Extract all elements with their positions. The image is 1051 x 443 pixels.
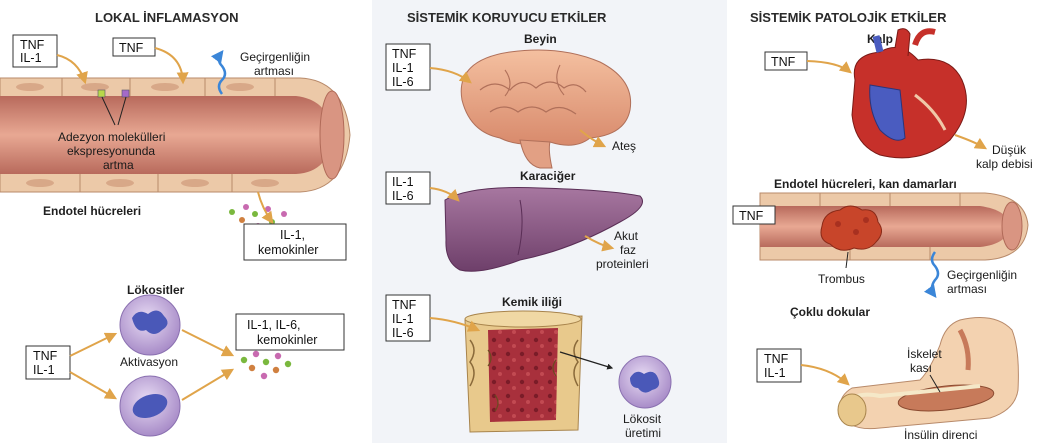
svg-text:IL-1: IL-1 bbox=[392, 61, 414, 75]
arrow-to-heart bbox=[807, 61, 850, 72]
fever-label: Ateş bbox=[612, 139, 636, 153]
low-cardiac-output-line1: Düşük bbox=[992, 143, 1027, 157]
local-vessel bbox=[0, 78, 350, 192]
vessel-input-box: TNF bbox=[733, 206, 775, 224]
adhesion-label-line1: Adezyon molekülleri bbox=[58, 130, 165, 144]
arrow-input-to-activated bbox=[70, 334, 115, 356]
permeability-label-line2: artması bbox=[254, 64, 294, 78]
svg-text:TNF: TNF bbox=[392, 298, 417, 312]
leukocyte-production-line2: üretimi bbox=[625, 426, 661, 440]
svg-text:IL-1: IL-1 bbox=[20, 51, 42, 65]
svg-text:IL-1: IL-1 bbox=[33, 363, 55, 377]
svg-text:TNF: TNF bbox=[33, 349, 58, 363]
systemic-protective-title: SİSTEMİK KORUYUCU ETKİLER bbox=[407, 10, 607, 25]
acute-label-line1: Akut bbox=[614, 229, 639, 243]
arrow-input-to-resting bbox=[70, 372, 115, 398]
arrow-heart-to-output bbox=[955, 135, 985, 148]
low-cardiac-output-line2: kalp debisi bbox=[976, 157, 1033, 171]
leukocyte-resting bbox=[120, 376, 180, 436]
leuko-tnf-il1-box: TNF IL-1 bbox=[26, 346, 70, 379]
local-tnf-il1-box: TNF IL-1 bbox=[13, 35, 57, 67]
liver-title: Karaciğer bbox=[520, 169, 576, 183]
insulin-resistance-label: İnsülin direnci bbox=[904, 428, 977, 442]
endothelial-cells-label: Endotel hücreleri bbox=[43, 204, 141, 218]
leukocytes-title: Lökositler bbox=[127, 283, 185, 297]
multiple-tissues-title: Çoklu dokular bbox=[790, 305, 870, 319]
permeability-label-line1: Geçirgenliğin bbox=[240, 50, 310, 64]
svg-text:kemokinler: kemokinler bbox=[258, 243, 318, 257]
thrombus-label: Trombus bbox=[818, 272, 865, 286]
bone-marrow-inputs-box: TNF IL-1 IL-6 bbox=[386, 295, 430, 341]
adhesion-label-line3: artma bbox=[103, 158, 134, 172]
heart-illustration bbox=[852, 29, 966, 158]
svg-text:kemokinler: kemokinler bbox=[257, 333, 317, 347]
skeletal-muscle-line1: İskelet bbox=[907, 347, 942, 361]
local-tnf-box: TNF bbox=[113, 38, 155, 56]
pathologic-vessel bbox=[760, 193, 1028, 260]
brain-title: Beyin bbox=[524, 32, 557, 46]
acute-label-line2: faz bbox=[620, 243, 636, 257]
arrow-resting-to-output bbox=[182, 370, 232, 400]
vessel-permeability-line2: artması bbox=[947, 282, 987, 296]
svg-text:IL-1: IL-1 bbox=[392, 312, 414, 326]
svg-text:IL-6: IL-6 bbox=[392, 75, 414, 89]
local-inflammation-panel: LOKAL İNFLAMASYON bbox=[0, 10, 350, 436]
adhesion-molecule-purple bbox=[122, 90, 129, 97]
svg-text:TNF: TNF bbox=[739, 209, 764, 223]
bone-marrow-title: Kemik iliği bbox=[502, 295, 562, 309]
svg-text:IL-6: IL-6 bbox=[392, 189, 414, 203]
thrombus bbox=[821, 206, 882, 250]
il1-chemokines-box: IL-1, kemokinler bbox=[244, 224, 346, 260]
leukocyte-activated bbox=[120, 295, 180, 355]
vessel-permeability-line1: Geçirgenliğin bbox=[947, 268, 1017, 282]
arrow-activated-to-output bbox=[182, 330, 232, 355]
leuko-output-box: IL-1, IL-6, kemokinler bbox=[236, 314, 344, 350]
brain-inputs-box: TNF IL-1 IL-6 bbox=[386, 44, 430, 90]
svg-text:TNF: TNF bbox=[771, 55, 796, 69]
activation-label: Aktivasyon bbox=[120, 355, 178, 369]
arrow-tnf2-to-vessel bbox=[155, 48, 183, 82]
svg-text:IL-1, IL-6,: IL-1, IL-6, bbox=[247, 318, 301, 332]
svg-text:IL-1: IL-1 bbox=[764, 366, 786, 380]
local-inflammation-title: LOKAL İNFLAMASYON bbox=[95, 10, 238, 25]
svg-text:IL-6: IL-6 bbox=[392, 326, 414, 340]
svg-text:IL-1,: IL-1, bbox=[280, 228, 305, 242]
vessels-title: Endotel hücreleri, kan damarları bbox=[774, 177, 957, 191]
arrow-to-tissues bbox=[801, 365, 848, 384]
bone-marrow-illustration bbox=[465, 311, 582, 432]
adhesion-molecule-green bbox=[98, 90, 105, 97]
svg-text:TNF: TNF bbox=[764, 352, 789, 366]
tissues-input-box: TNF IL-1 bbox=[757, 349, 801, 382]
skeletal-muscle-line2: kası bbox=[910, 361, 932, 375]
chemokine-dots-bottom bbox=[241, 351, 291, 379]
leukocyte-production-line1: Lökosit bbox=[623, 412, 662, 426]
heart-input-box: TNF bbox=[765, 52, 807, 70]
produced-leukocyte bbox=[619, 356, 671, 408]
liver-inputs-box: IL-1 IL-6 bbox=[386, 172, 430, 204]
svg-text:IL-1: IL-1 bbox=[392, 175, 414, 189]
svg-text:TNF: TNF bbox=[119, 41, 144, 55]
svg-text:TNF: TNF bbox=[20, 38, 45, 52]
systemic-pathologic-panel: SİSTEMİK PATOLOJİK ETKİLER Kalp TNF Düşü… bbox=[733, 10, 1033, 442]
acute-label-line3: proteinleri bbox=[596, 257, 649, 271]
svg-text:TNF: TNF bbox=[392, 47, 417, 61]
systemic-pathologic-title: SİSTEMİK PATOLOJİK ETKİLER bbox=[750, 10, 947, 25]
adhesion-label-line2: ekspresyonunda bbox=[67, 144, 155, 158]
